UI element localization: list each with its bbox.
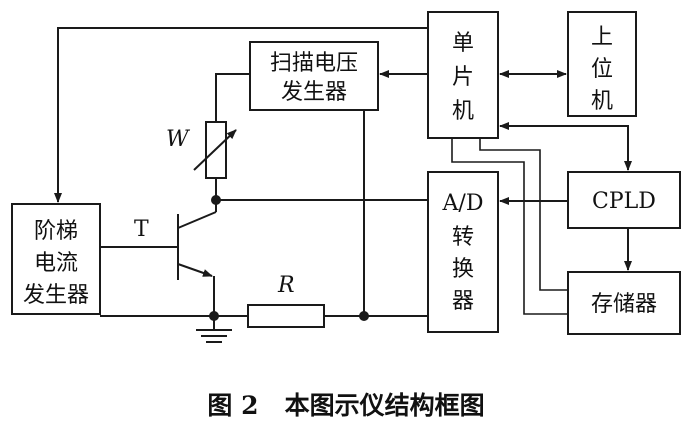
scan-to-pot-wire	[215, 73, 250, 122]
cpld-label: CPLD	[592, 189, 656, 214]
mcu-cpld-bidirectional-wire	[499, 122, 632, 171]
mcu-to-step-current-wire	[54, 27, 428, 203]
host-computer-block: 上 位 机	[567, 11, 637, 117]
mcu-block: 单 片 机	[427, 11, 499, 139]
mcu-label-line2: 片	[452, 65, 474, 90]
memory-label: 存储器	[591, 292, 657, 317]
adc-label-line3: 换	[452, 257, 474, 282]
step-current-label-line3: 发生器	[23, 283, 89, 308]
adc-label-line2: 转	[452, 225, 474, 250]
figure-caption: 图 2 本图示仪结构框图	[207, 391, 484, 420]
host-label-line2: 位	[591, 57, 613, 82]
resistor-junction-dot	[359, 311, 369, 321]
memory-block: 存储器	[567, 271, 681, 335]
adc-block: A/D 转 换 器	[427, 171, 499, 333]
mcu-label-line3: 机	[452, 99, 474, 124]
transistor-t: T	[100, 200, 217, 280]
step-current-label-line1: 阶梯	[34, 219, 78, 244]
adc-label-line4: 器	[452, 289, 474, 314]
resistor-r: R	[247, 273, 325, 328]
potentiometer-label: W	[166, 127, 191, 152]
step-current-generator-block: 阶梯 电流 发生器	[11, 203, 101, 315]
mcu-label-line1: 单	[452, 31, 474, 56]
potentiometer-w: W	[166, 121, 237, 179]
host-label-line1: 上	[591, 25, 613, 50]
mcu-memory-bus-line1	[479, 138, 568, 291]
host-label-line3: 机	[591, 89, 613, 114]
adc-label-line1: A/D	[442, 191, 484, 216]
ground-symbol	[196, 316, 232, 343]
mcu-memory-bus-line2	[451, 138, 568, 315]
scan-voltage-generator-block: 扫描电压 发生器	[249, 41, 379, 111]
transistor-label: T	[134, 217, 149, 242]
scan-voltage-label-line1: 扫描电压	[270, 51, 358, 76]
step-current-label-line2: 电流	[34, 251, 78, 276]
scan-voltage-label-line2: 发生器	[281, 80, 347, 105]
cpld-block: CPLD	[567, 171, 681, 229]
resistor-label: R	[277, 273, 295, 298]
